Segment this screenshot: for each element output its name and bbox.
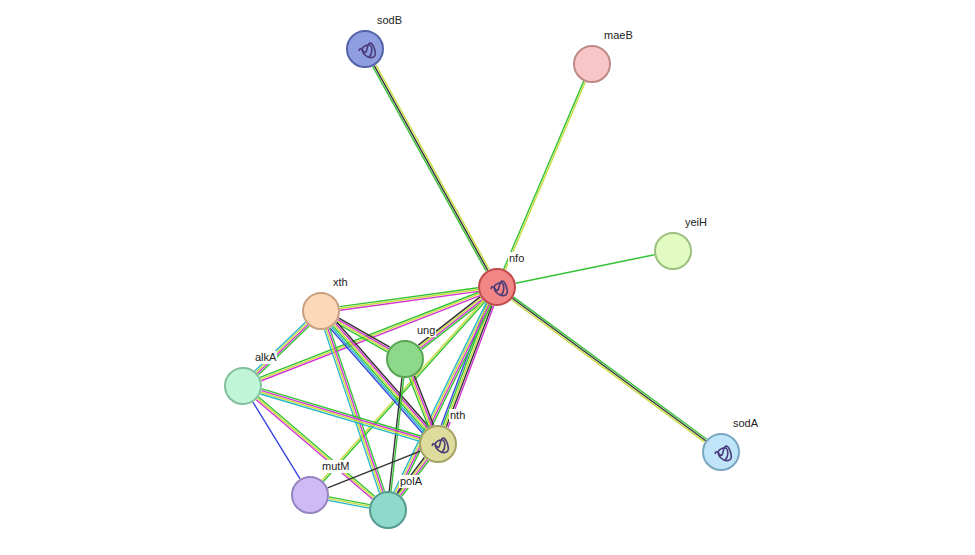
evidence-stripe: [261, 391, 420, 438]
node-label: polA: [399, 475, 423, 488]
node-label: mutM: [321, 460, 351, 473]
structure-icon: [487, 277, 511, 301]
protein-circle: [224, 367, 262, 405]
evidence-stripe: [511, 300, 704, 442]
interaction-edge: [394, 303, 491, 494]
protein-circle: [302, 292, 340, 330]
interaction-edge: [328, 497, 369, 508]
protein-node: maeB: [573, 45, 611, 83]
evidence-stripe: [445, 305, 491, 426]
evidence-stripe: [411, 377, 430, 427]
node-label: yeiH: [684, 216, 708, 229]
node-label: nfo: [508, 252, 525, 265]
evidence-stripe: [505, 82, 585, 270]
evidence-stripe: [256, 324, 307, 373]
evidence-stripe: [376, 65, 490, 270]
evidence-stripe: [260, 394, 419, 441]
evidence-stripe: [329, 497, 370, 505]
protein-circle: [346, 30, 384, 68]
evidence-stripe: [336, 323, 428, 427]
protein-node: yeiH: [654, 232, 692, 270]
protein-circle: [702, 433, 740, 471]
node-label: sodB: [376, 14, 403, 27]
evidence-stripe: [253, 402, 300, 479]
evidence-stripe: [399, 305, 491, 494]
structure-icon: [355, 39, 379, 63]
protein-node: sodA: [702, 433, 740, 471]
interaction-edge: [373, 65, 490, 272]
evidence-stripe: [414, 376, 433, 426]
protein-node: nth: [419, 425, 457, 463]
interaction-edge: [516, 255, 655, 283]
protein-circle: [654, 232, 692, 270]
protein-node: polA: [369, 491, 407, 529]
node-label: xth: [332, 276, 349, 289]
node-label: ung: [416, 324, 436, 337]
interaction-edge: [409, 376, 433, 428]
interaction-edge: [504, 81, 586, 270]
evidence-stripe: [261, 392, 420, 439]
protein-node: nfo: [478, 268, 516, 306]
node-label: nth: [449, 409, 466, 422]
node-label: maeB: [603, 29, 634, 42]
evidence-stripe: [257, 325, 308, 374]
evidence-stripe: [512, 298, 705, 440]
structure-icon: [428, 434, 452, 458]
protein-node: sodB: [346, 30, 384, 68]
evidence-stripe: [513, 297, 706, 439]
evidence-stripe: [340, 290, 478, 309]
protein-circle: [419, 425, 457, 463]
evidence-stripe: [413, 376, 432, 426]
interaction-edge: [340, 288, 479, 310]
evidence-stripe: [397, 304, 489, 493]
interaction-edge: [260, 389, 420, 441]
structure-icon: [711, 442, 735, 466]
evidence-stripe: [394, 303, 486, 492]
evidence-stripe: [516, 255, 655, 283]
evidence-stripe: [328, 500, 369, 508]
evidence-stripe: [396, 304, 488, 493]
protein-node: xth: [302, 292, 340, 330]
evidence-stripe: [329, 499, 370, 507]
protein-circle: [386, 340, 424, 378]
protein-circle: [478, 268, 516, 306]
interaction-edge: [253, 402, 300, 479]
evidence-stripe: [374, 66, 488, 271]
interaction-edge: [255, 322, 309, 375]
evidence-stripe: [397, 458, 424, 494]
evidence-stripe: [409, 378, 428, 428]
node-label: alkA: [254, 351, 277, 364]
protein-circle: [291, 476, 329, 514]
protein-circle: [573, 45, 611, 83]
protein-node: mutM: [291, 476, 329, 514]
evidence-stripe: [262, 389, 421, 436]
evidence-stripe: [504, 81, 584, 269]
evidence-stripe: [255, 322, 306, 371]
evidence-stripe: [399, 459, 426, 495]
node-label: sodA: [732, 417, 759, 430]
evidence-stripe: [337, 322, 429, 426]
protein-node: ung: [386, 340, 424, 378]
evidence-stripe: [446, 305, 492, 426]
protein-node: alkA: [224, 367, 262, 405]
interaction-edge: [397, 458, 428, 497]
protein-circle: [369, 491, 407, 529]
interaction-edge: [511, 297, 707, 442]
evidence-stripe: [373, 66, 487, 271]
